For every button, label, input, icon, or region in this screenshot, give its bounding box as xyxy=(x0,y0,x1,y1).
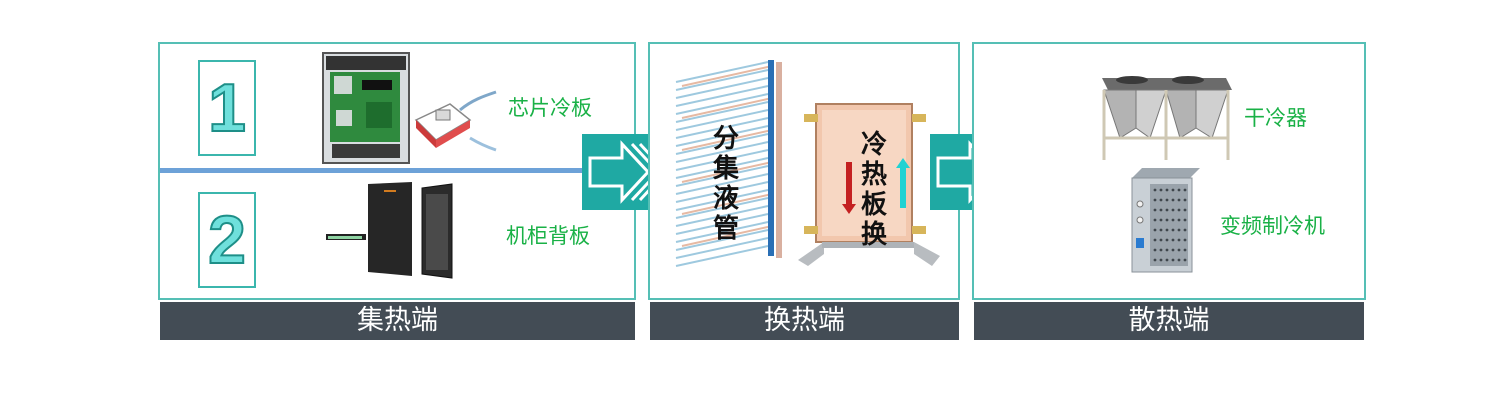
plate-heat-exchanger-image xyxy=(794,96,944,272)
inverter-chiller-label: 变频制冷机 xyxy=(1220,214,1325,238)
manifold-label: 分集液管 xyxy=(712,124,739,244)
dry-cooler-image xyxy=(1096,68,1234,162)
cold-plate-image xyxy=(410,90,498,158)
chiller-image xyxy=(1128,166,1200,274)
server-board-image xyxy=(322,52,410,164)
cabinet-image xyxy=(324,180,464,280)
dry-cooler-label: 干冷器 xyxy=(1244,106,1307,130)
number-badge-2: 2 xyxy=(198,192,256,288)
collect-footer: 集热端 xyxy=(160,302,635,340)
exchange-footer: 换热端 xyxy=(650,302,959,340)
panel-divider xyxy=(160,168,590,173)
cabinet-backplate-label: 机柜背板 xyxy=(506,224,590,248)
plate-exchange-label: 冷热板换 xyxy=(860,130,887,250)
chip-cold-plate-label: 芯片冷板 xyxy=(508,96,592,120)
number-badge-1: 1 xyxy=(198,60,256,156)
manifold-image xyxy=(668,58,786,282)
dissipate-footer: 散热端 xyxy=(974,302,1364,340)
